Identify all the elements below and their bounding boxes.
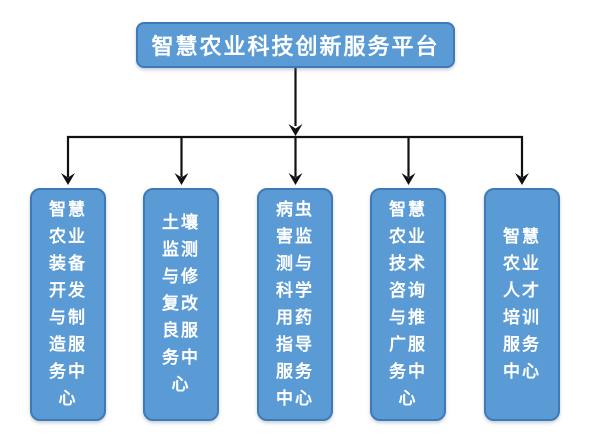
leaf-node-label: 土壤监测与修复改良服务中心 [162, 213, 200, 395]
leaf-node-soil-center: 土壤监测与修复改良服务中心 [143, 188, 219, 421]
leaf-node-label: 病虫害监测与科学用药指导服务中心 [276, 199, 314, 409]
arrowhead-1 [61, 173, 75, 185]
branch-line [66, 135, 524, 177]
arrowhead-3 [288, 173, 303, 185]
leaf-node-label: 智慧农业人才培训服务中心 [503, 226, 541, 382]
root-arrowhead [288, 124, 303, 136]
root-node-platform: 智慧农业科技创新服务平台 [136, 22, 455, 68]
arrowhead-5 [515, 173, 529, 185]
leaf-node-equipment-center: 智慧农业装备开发与制造服务中心 [30, 188, 106, 421]
arrowhead-4 [401, 173, 416, 185]
leaf-node-label: 智慧农业技术咨询与推广服务中心 [389, 199, 427, 409]
leaf-node-label: 智慧农业装备开发与制造服务中心 [49, 199, 87, 409]
leaf-node-training-center: 智慧农业人才培训服务中心 [484, 188, 560, 421]
leaf-node-consulting-center: 智慧农业技术咨询与推广服务中心 [370, 188, 446, 421]
leaf-node-pest-center: 病虫害监测与科学用药指导服务中心 [257, 188, 333, 421]
root-node-label: 智慧农业科技创新服务平台 [151, 35, 440, 60]
arrowhead-2 [174, 173, 189, 185]
